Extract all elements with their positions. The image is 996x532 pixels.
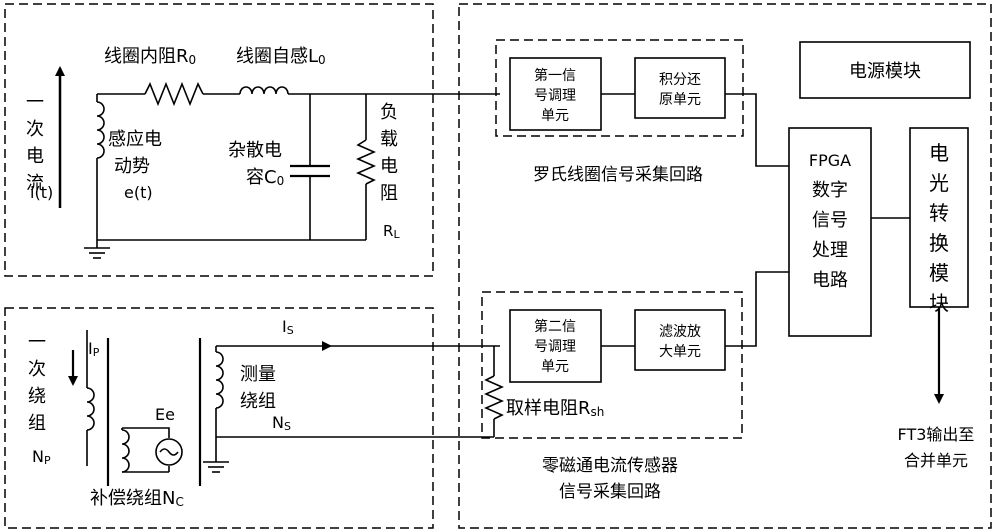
sensing-coil (96, 101, 105, 159)
processing-region (458, 3, 992, 529)
ee-label: Ee (155, 405, 175, 424)
rogowski-circuit (55, 66, 500, 259)
fpga-line-2: 数字 (812, 180, 848, 201)
load-resistor (356, 139, 376, 185)
primary-winding-coil (86, 387, 95, 431)
signal-cond-2-line-2: 号调理 (534, 339, 576, 355)
fpga-line-3: 信号 (812, 210, 848, 231)
output-line-1: FT3输出至 (898, 425, 975, 444)
signal-cond-2-line-1: 第二信 (534, 318, 576, 335)
compensation-coil (121, 429, 130, 473)
zero-flux-labels: 一次绕组 NP IP Ee 测量 绕组 NS IS 补偿绕组NC 取样电阻Rsh (28, 317, 604, 509)
filter-amp-box (634, 309, 726, 371)
sampling-res-label: 取样电阻Rsh (506, 398, 604, 419)
rogowski-acq-region (495, 39, 744, 137)
rogowski-region (4, 3, 434, 277)
signal-cond-2-line-3: 单元 (541, 359, 569, 375)
primary-current-label: 一次电流 (26, 92, 44, 194)
ee-source (155, 438, 183, 466)
is-label: IS (282, 317, 294, 337)
integral-restore-box (634, 57, 726, 119)
integral-restore-line-2: 原单元 (659, 92, 701, 108)
signal-cond-1-line-3: 单元 (541, 108, 569, 124)
self-inductance-label: 线圈自感L0 (236, 46, 326, 67)
block-labels: 第一信 号调理 单元 积分还 原单元 罗氏线圈信号采集回路 第二信 号调理 单元… (533, 61, 974, 502)
filter-amp-line-2: 大单元 (659, 344, 701, 360)
self-inductor (239, 86, 289, 95)
emf-symbol: e(t) (124, 183, 153, 202)
zero-flux-circuit (68, 330, 504, 486)
stray-cap-label-2: 容C0 (246, 167, 284, 188)
primary-winding-symbol: NP (32, 447, 51, 467)
power-module-box (799, 41, 971, 99)
rogowski-labels: 一次电流 i(t) 感应电 动势 e(t) 线圈内阻R0 线圈自感L0 杂散电 … (26, 46, 400, 241)
measure-winding-1: 测量 (240, 364, 276, 385)
fpga-line-5: 电路 (812, 270, 848, 291)
fpga-line-4: 处理 (812, 240, 848, 261)
zero-flux-caption-2: 信号采集回路 (559, 482, 661, 502)
zero-flux-region (4, 307, 434, 529)
emf-label-2: 动势 (114, 156, 150, 177)
fpga-box (788, 127, 872, 337)
filter-amp-line-1: 滤波放 (659, 324, 701, 340)
stray-cap-label-1: 杂散电 (228, 140, 282, 161)
sampling-resistor (484, 375, 504, 420)
compensation-winding-label: 补偿绕组NC (90, 488, 184, 509)
output-line-2: 合并单元 (904, 451, 968, 470)
measure-winding-2: 绕组 (240, 391, 276, 412)
emf-label-1: 感应电 (108, 129, 162, 150)
fpga-line-1: FPGA (809, 151, 851, 170)
eo-convert-label: 电光转换模块 (929, 141, 949, 315)
internal-resistor (144, 81, 204, 107)
zeroflux-acq-region (481, 291, 743, 439)
ns-label: NS (272, 413, 291, 433)
load-res-symbol: RL (383, 222, 400, 241)
primary-winding-label: 一次绕组 (28, 332, 46, 434)
dashed-regions (4, 3, 992, 529)
ip-label: IP (88, 339, 100, 359)
primary-current-symbol: i(t) (30, 183, 53, 202)
rogowski-loop-caption: 罗氏线圈信号采集回路 (533, 165, 703, 185)
integral-restore-line-1: 积分还 (659, 72, 701, 88)
load-res-label: 负载电阻 (380, 102, 398, 204)
internal-resistance-label: 线圈内阻R0 (104, 46, 196, 67)
zero-flux-caption-1: 零磁通电流传感器 (542, 456, 678, 476)
measure-coil (215, 351, 224, 409)
power-module-label: 电源模块 (849, 61, 921, 82)
signal-cond-1-line-1: 第一信 (534, 67, 576, 84)
signal-cond-1-line-2: 号调理 (534, 88, 576, 104)
block-boxes (509, 41, 971, 404)
